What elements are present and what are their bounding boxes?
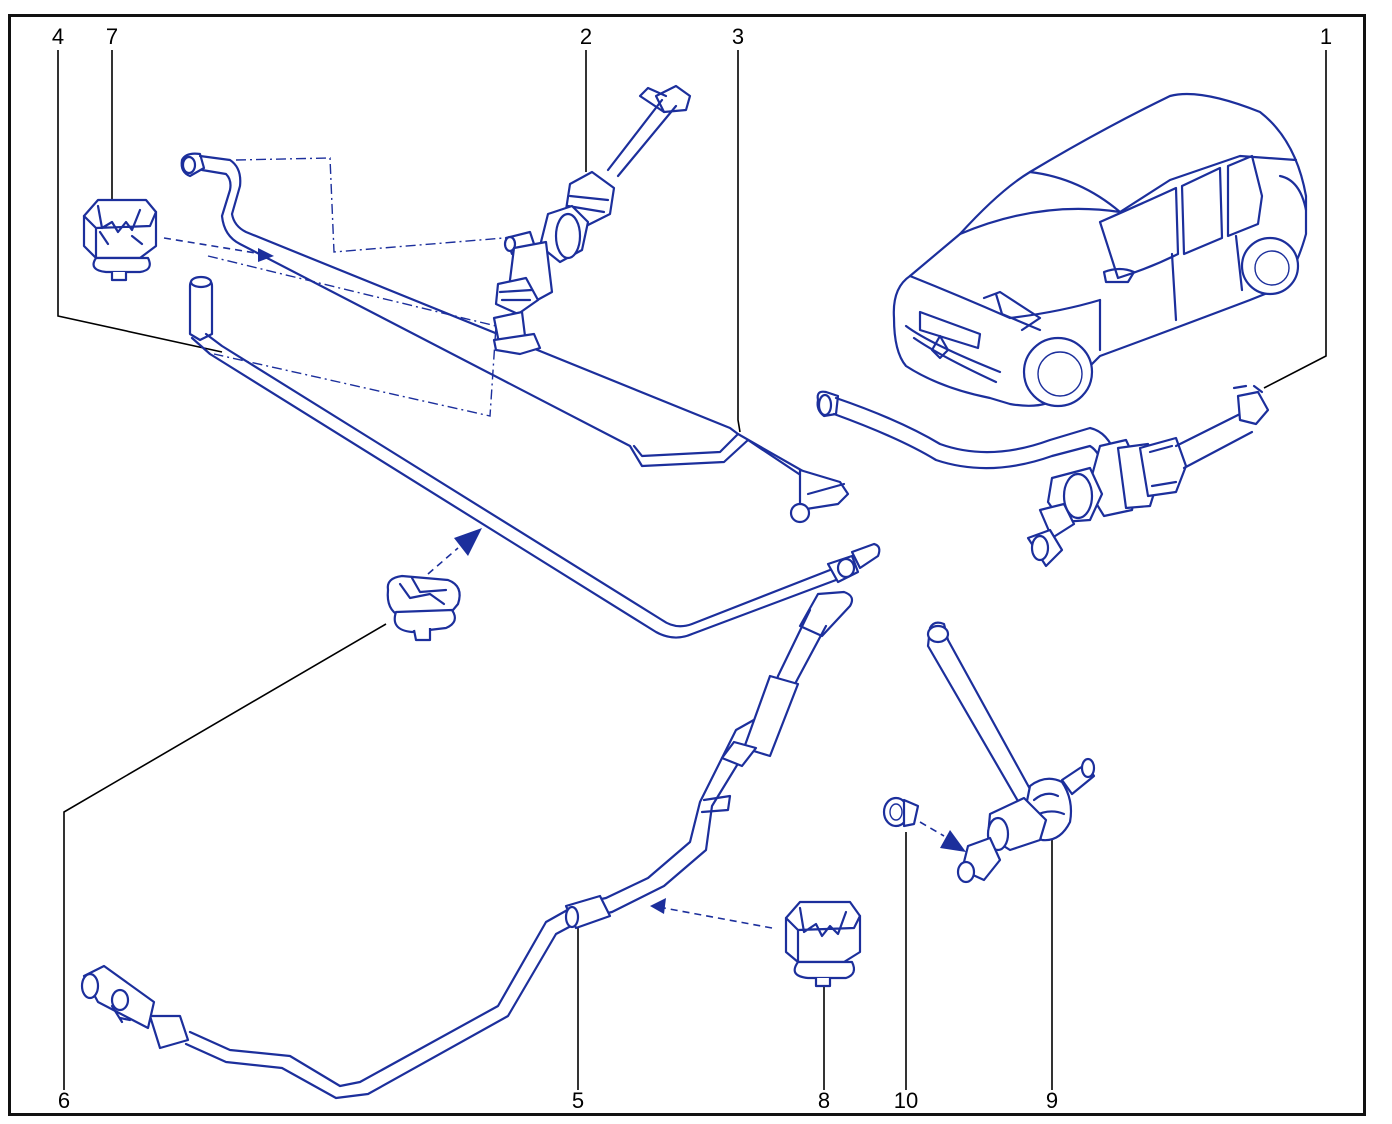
upper-hose [180, 152, 850, 524]
callout-3: 3 [732, 24, 744, 49]
master-cylinder-top [492, 84, 692, 356]
clip-top-left [82, 198, 158, 282]
callout-4: 4 [52, 24, 64, 49]
leader-6 [63, 623, 387, 1090]
clip-bottom [650, 898, 862, 988]
callout-labels: 4 7 2 3 1 6 5 8 10 9 [52, 24, 1332, 1113]
leader-3 [737, 50, 741, 433]
leader-lines [57, 50, 1327, 1090]
hose-cylinder-assembly [816, 384, 1270, 568]
callout-5: 5 [572, 1088, 584, 1113]
callout-9: 9 [1046, 1088, 1058, 1113]
leader-1 [1263, 50, 1327, 389]
assembly-lines-top [163, 157, 505, 417]
callout-8: 8 [818, 1088, 830, 1113]
callout-10: 10 [894, 1088, 918, 1113]
callout-7: 7 [106, 24, 118, 49]
slave-cylinder [926, 621, 1096, 884]
hose-clamp [882, 796, 966, 852]
long-pipe [80, 590, 854, 1100]
leader-4 [57, 50, 223, 353]
lower-hose [188, 275, 881, 639]
car-illustration [892, 92, 1308, 408]
callout-2: 2 [580, 24, 592, 49]
callout-6: 6 [58, 1088, 70, 1113]
clip-middle [386, 528, 482, 642]
callout-1: 1 [1320, 24, 1332, 49]
